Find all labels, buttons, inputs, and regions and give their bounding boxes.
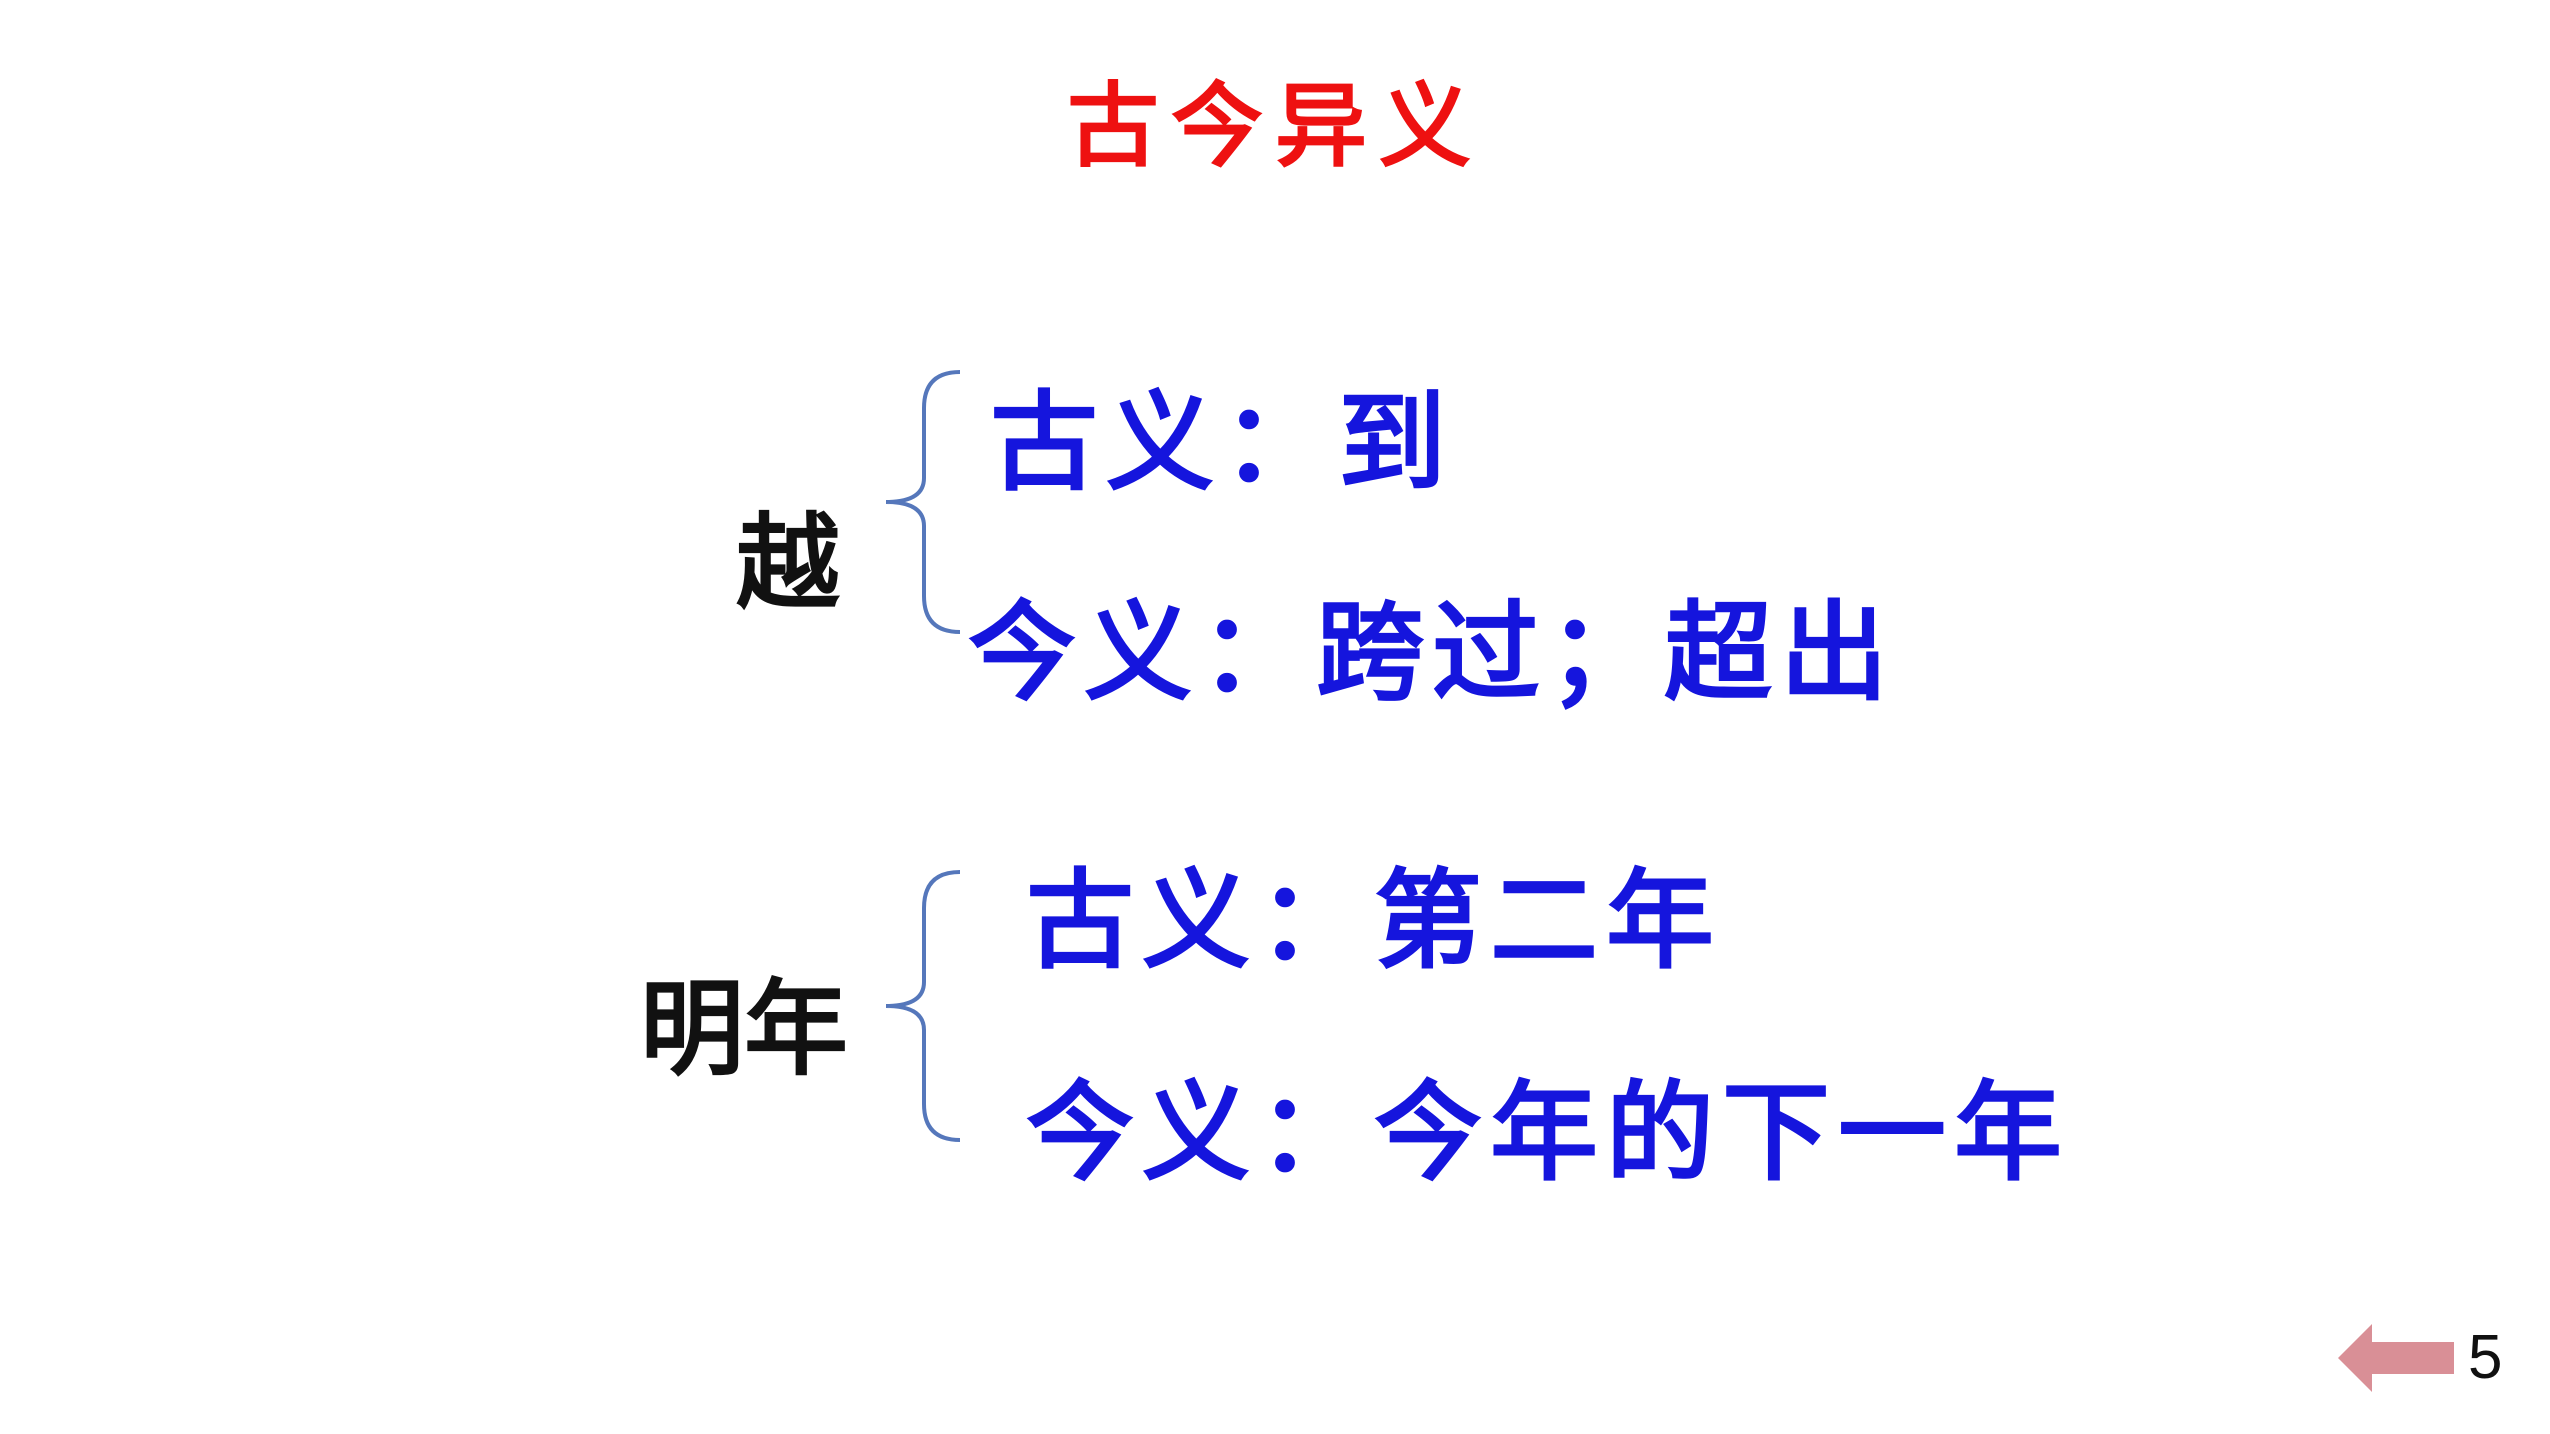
left-brace-icon (885, 870, 961, 1142)
ancient-meaning: 古义：第二年 (1026, 858, 1723, 984)
modern-meaning: 今义：今年的下一年 (1026, 1070, 2071, 1196)
modern-meaning: 今义：跨过；超出 (968, 590, 1897, 716)
left-arrow-icon[interactable] (2338, 1320, 2456, 1396)
term-label: 明年 (640, 967, 849, 1090)
left-brace-icon (885, 370, 961, 634)
page-number: 5 (2468, 1323, 2503, 1392)
page-title: 古今异义 (1066, 72, 1483, 180)
term-label: 越 (736, 501, 841, 624)
ancient-meaning: 古义：到 (990, 380, 1455, 506)
